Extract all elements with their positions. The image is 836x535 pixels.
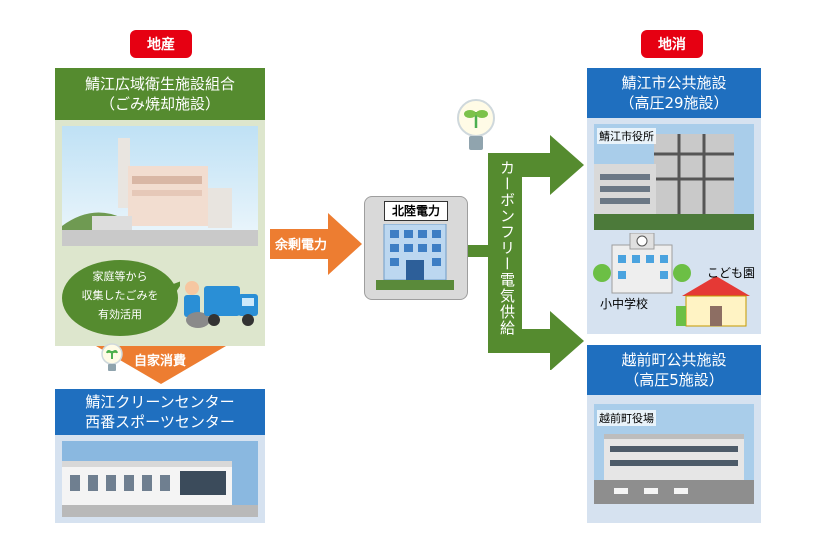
lightbulb-icon-center — [457, 99, 495, 150]
carbon-free-supply-label: カーボンフリー電気供給 — [498, 160, 516, 336]
utility-building-icon — [376, 224, 454, 290]
utility-name: 北陸電力 — [384, 201, 448, 221]
incineration-facility-title: 鯖江広域衛生施設組合 — [84, 75, 235, 93]
clean-center-header: 鯖江クリーンセンター 西番スポーツセンター — [55, 389, 265, 435]
clean-center-image — [62, 441, 258, 517]
clean-center-title: 鯖江クリーンセンター — [85, 393, 235, 411]
production-badge: 地産 — [130, 30, 192, 58]
echizen-facilities-subtitle: （高圧5施設） — [624, 371, 724, 389]
kindergarten-icon — [676, 276, 750, 327]
sabae-facilities-title: 鯖江市公共施設 — [621, 74, 727, 92]
consumption-badge: 地消 — [641, 30, 703, 58]
surplus-power-arrow — [270, 213, 362, 275]
incineration-facility-image — [62, 126, 258, 246]
garbage-truck-icon — [184, 281, 258, 328]
incineration-facility-subtitle: （ごみ焼却施設） — [99, 95, 220, 113]
self-consumption-label: 自家消費 — [134, 354, 187, 369]
city-hall-image — [594, 124, 754, 230]
kindergarten-label: こども園 — [707, 266, 756, 280]
self-consumption-arrow — [96, 346, 226, 384]
sports-center-title: 西番スポーツセンター — [85, 413, 235, 431]
lightbulb-icon — [101, 343, 123, 371]
sabae-facilities-header: 鯖江市公共施設 （高圧29施設） — [587, 68, 761, 118]
surplus-power-label: 余剰電力 — [275, 238, 328, 253]
bubble-text: 家庭等から 収集したごみを 有効活用 — [81, 270, 159, 321]
echizen-facilities-header: 越前町公共施設 （高圧5施設） — [587, 345, 761, 395]
speech-bubble — [62, 260, 180, 336]
incineration-facility-header: 鯖江広域衛生施設組合 （ごみ焼却施設） — [55, 68, 265, 120]
school-label: 小中学校 — [600, 297, 649, 311]
echizen-facilities-title: 越前町公共施設 — [621, 351, 727, 369]
carbon-free-supply-arrow — [468, 135, 584, 370]
school-icon — [593, 233, 691, 294]
town-hall-label: 越前町役場 — [597, 410, 656, 426]
town-hall-image — [594, 404, 754, 504]
city-hall-label: 鯖江市役所 — [597, 128, 656, 144]
sabae-facilities-subtitle: （高圧29施設） — [619, 94, 729, 112]
